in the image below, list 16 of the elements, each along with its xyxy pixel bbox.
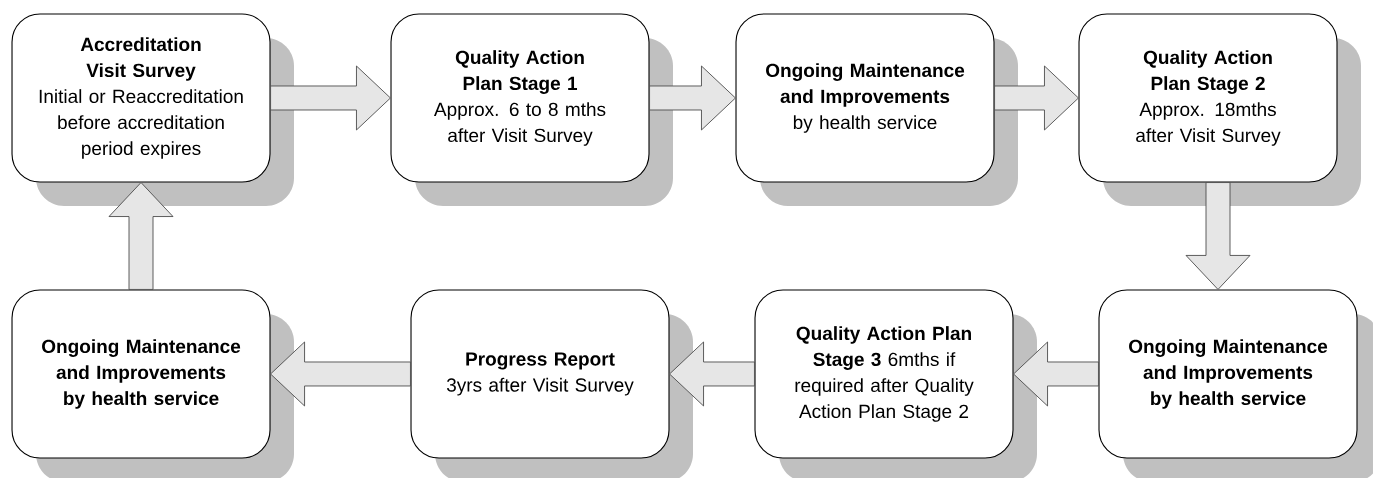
block-arrow <box>669 341 755 407</box>
process-box: Progress Report 3yrs after Visit Survey <box>410 289 693 478</box>
block-arrow <box>270 341 411 407</box>
process-box: Ongoing Maintenance and Improvements by health service <box>1098 289 1373 478</box>
block-arrow <box>1013 341 1099 407</box>
block-arrow <box>108 182 174 290</box>
block-arrow <box>1185 182 1251 290</box>
process-box: Quality Action Plan Stage 1 Approx. 6 to 8 mths after Visit Survey <box>390 13 673 206</box>
process-box: Accreditation Visit Survey Initial or Reaccreditation before accreditation period expires <box>11 13 294 206</box>
block-arrow <box>994 65 1079 131</box>
process-box: Ongoing Maintenance and Improvements by health service <box>735 13 1018 206</box>
process-box: Quality Action Plan Stage 3 6mths if required after Quality Action Plan Stage 2 <box>754 289 1037 478</box>
block-arrow <box>270 65 391 131</box>
process-box: Ongoing Maintenance and Improvements by health service <box>11 289 294 478</box>
process-box: Quality Action Plan Stage 2 Approx. 18mths after Visit Survey <box>1078 13 1361 206</box>
block-arrow <box>649 65 736 131</box>
